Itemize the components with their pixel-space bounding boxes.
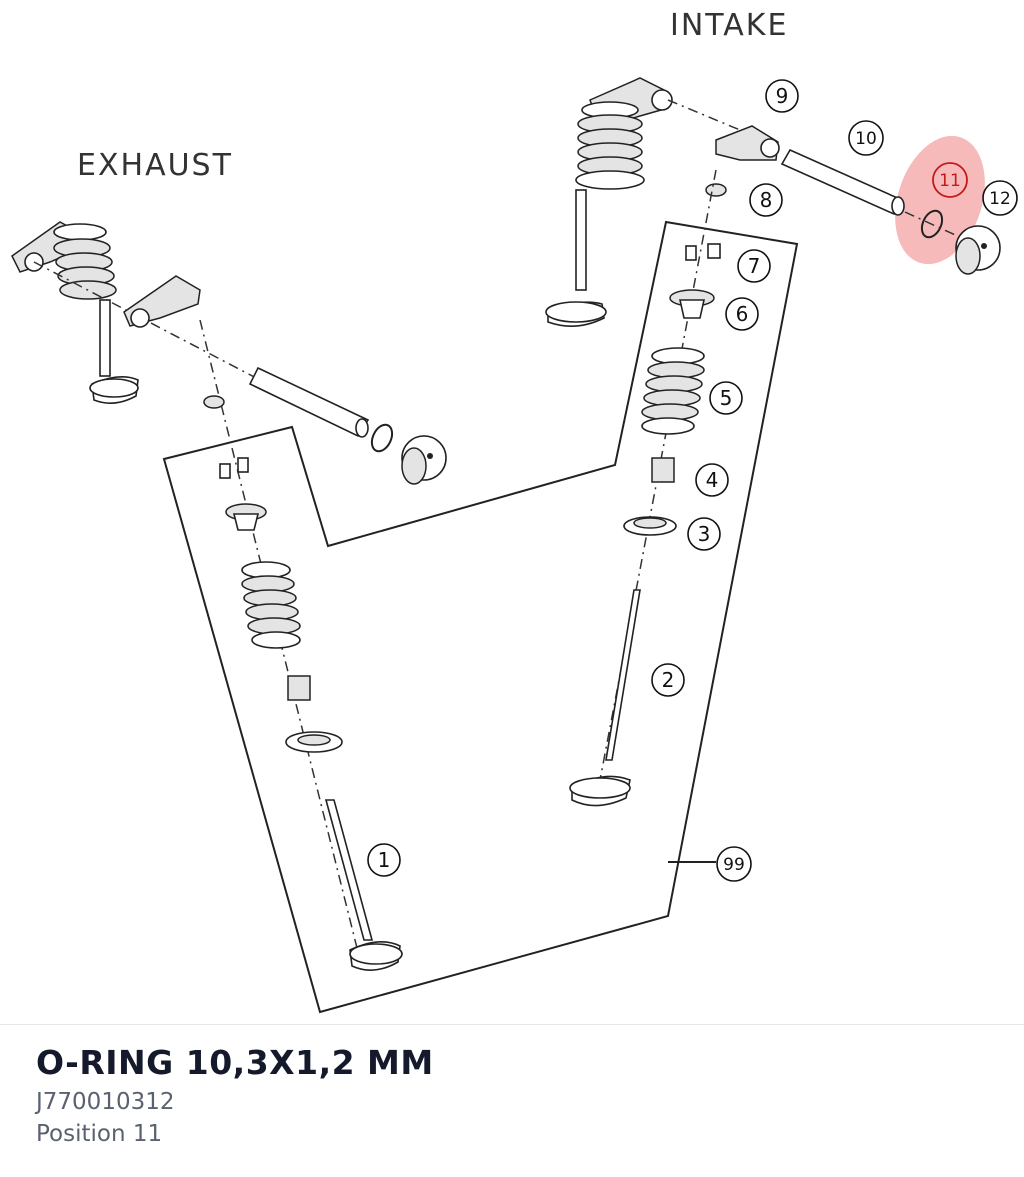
svg-text:7: 7: [748, 254, 761, 278]
svg-text:12: 12: [989, 189, 1011, 209]
exhaust-valve-spring: [241, 561, 301, 649]
intake-label: INTAKE: [670, 8, 788, 43]
exhaust-rocker-arm: [123, 275, 201, 328]
callout-9[interactable]: 9: [765, 79, 799, 113]
callout-8[interactable]: 8: [749, 183, 783, 217]
callout-99[interactable]: 99: [716, 846, 752, 882]
exhaust-spring-retainer: [225, 503, 267, 531]
part-title: O-RING 10,3X1,2 MM: [36, 1043, 434, 1082]
callout-7[interactable]: 7: [737, 249, 771, 283]
callout-3[interactable]: 3: [687, 517, 721, 551]
svg-text:99: 99: [723, 855, 745, 875]
callout-11[interactable]: 11: [932, 162, 968, 198]
exhaust-o-ring: [370, 423, 394, 453]
svg-text:2: 2: [662, 668, 675, 692]
part-5-valve-spring: [641, 347, 705, 435]
part-6-spring-retainer: [669, 289, 715, 319]
exhaust-valve-cap: [203, 395, 225, 409]
callout-5[interactable]: 5: [709, 381, 743, 415]
part-10-rocker-shaft: [780, 148, 905, 216]
part-info-panel: O-RING 10,3X1,2 MM J770010312 Position 1…: [36, 1040, 996, 1150]
callout-6[interactable]: 6: [725, 297, 759, 331]
svg-text:3: 3: [698, 522, 711, 546]
part-3-spring-seat: [623, 516, 677, 536]
intake-valve-assembly: [545, 77, 673, 327]
exhaust-valve-stem-seal: [287, 675, 311, 701]
svg-text:10: 10: [855, 129, 877, 149]
part-1-exhaust-valve: [324, 799, 403, 971]
callout-12[interactable]: 12: [982, 180, 1018, 216]
svg-text:9: 9: [776, 84, 789, 108]
exhaust-valve-assembly: [11, 221, 139, 404]
callout-10[interactable]: 10: [848, 120, 884, 156]
part-8-valve-cap: [705, 183, 727, 197]
panel-divider: [0, 1024, 1024, 1025]
callout-2[interactable]: 2: [651, 663, 685, 697]
part-4-valve-stem-seal: [651, 457, 675, 483]
svg-text:5: 5: [720, 386, 733, 410]
callout-1[interactable]: 1: [367, 843, 401, 877]
part-2-intake-valve: [569, 589, 641, 807]
exhaust-rocker-shaft: [248, 366, 370, 438]
svg-text:4: 4: [706, 468, 719, 492]
part-12-shaft-plug: [955, 225, 1001, 275]
part-7-valve-cotters: [685, 243, 721, 261]
svg-text:11: 11: [939, 171, 961, 191]
svg-text:1: 1: [378, 848, 391, 872]
svg-text:8: 8: [760, 188, 773, 212]
part-9-rocker-arm: [715, 125, 780, 161]
part-number: J770010312: [36, 1089, 175, 1115]
exhaust-valve-cotters: [219, 457, 249, 479]
callout-4[interactable]: 4: [695, 463, 729, 497]
part-position: Position 11: [36, 1121, 163, 1147]
valve-kit-outline: [162, 220, 799, 1014]
exhaust-label: EXHAUST: [77, 148, 233, 183]
svg-text:6: 6: [736, 302, 749, 326]
exhaust-spring-seat: [285, 731, 343, 753]
exhaust-shaft-plug: [401, 435, 447, 485]
exploded-parts-diagram: INTAKE EXHAUST: [11, 8, 1018, 1014]
